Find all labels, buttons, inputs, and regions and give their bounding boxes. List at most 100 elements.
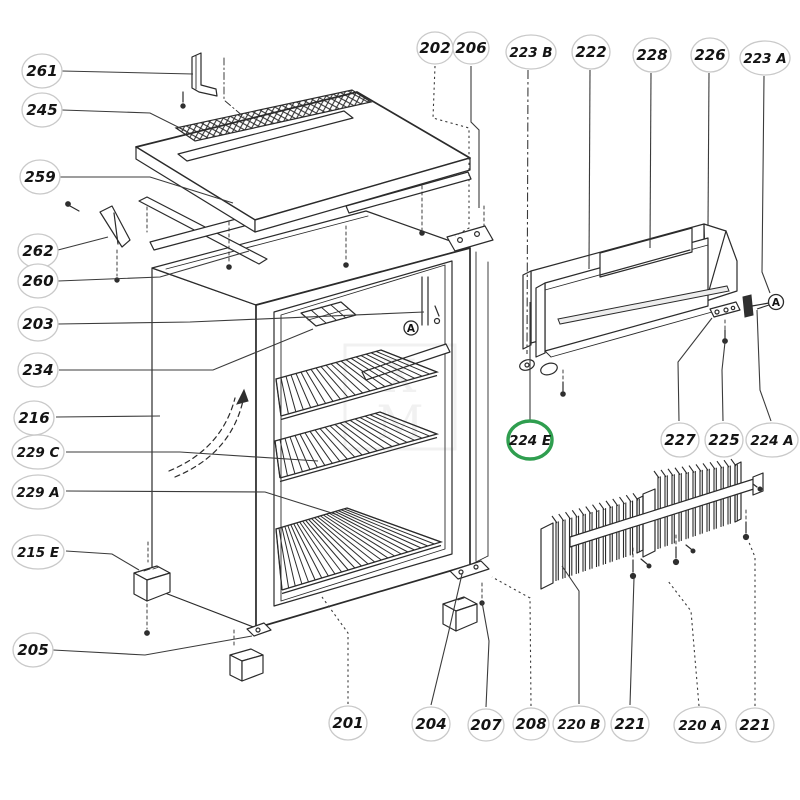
leveling-feet (133, 541, 490, 682)
condenser-fin-assembly (540, 458, 764, 590)
part-number: 260 (22, 272, 53, 290)
leader-line (561, 565, 580, 704)
label-oval (660, 422, 700, 458)
foot (133, 541, 171, 636)
svg-text:A: A (407, 323, 416, 335)
label-oval (11, 474, 65, 510)
label-oval (11, 534, 65, 570)
foot (229, 622, 272, 682)
svg-text:M: M (376, 395, 423, 449)
leader-line (57, 236, 109, 251)
part-label-220-a[interactable]: 220 A (667, 580, 727, 744)
part-number: 203 (22, 315, 53, 333)
leader-line (481, 601, 490, 708)
part-label-207[interactable]: 207 (467, 601, 505, 742)
part-label-216[interactable]: 216 (13, 400, 161, 436)
label-oval (17, 352, 59, 388)
door-swing-arc (168, 388, 249, 478)
part-number: 228 (636, 46, 667, 64)
leader-line (65, 490, 339, 516)
part-number: 205 (17, 641, 48, 659)
top-bracket (180, 52, 245, 118)
label-oval (411, 706, 451, 742)
part-label-226[interactable]: 226 (690, 37, 730, 227)
part-label-224-a[interactable]: 224 A (745, 309, 799, 458)
leader-line (61, 70, 194, 75)
part-number: 224 A (750, 433, 793, 449)
label-oval (690, 37, 730, 73)
part-number: 215 E (17, 545, 60, 561)
vent-cutout (177, 110, 354, 162)
part-number: 226 (694, 46, 725, 64)
part-label-259[interactable]: 259 (19, 159, 234, 204)
part-label-215-e[interactable]: 215 E (11, 534, 140, 571)
part-number: 204 (415, 715, 446, 733)
label-oval (552, 705, 606, 743)
label-oval (17, 263, 59, 299)
thermostat (421, 276, 441, 326)
gasket-strip (557, 285, 730, 325)
foot (442, 560, 490, 632)
part-label-225[interactable]: 225 (704, 341, 744, 458)
part-label-221[interactable]: 221 (610, 577, 650, 742)
hinge-plate (446, 225, 494, 252)
part-number: 221 (739, 716, 770, 734)
part-label-205[interactable]: 205 (12, 632, 253, 668)
label-oval (328, 705, 368, 741)
part-label-262[interactable]: 262 (17, 233, 109, 269)
part-label-245[interactable]: 245 (21, 92, 187, 132)
label-oval (452, 31, 490, 65)
leader-line (491, 576, 532, 707)
wire-shelves (274, 349, 444, 595)
highlight-circle (506, 419, 554, 461)
label-oval (19, 159, 61, 195)
part-label-206[interactable]: 206 (452, 31, 490, 208)
part-label-260[interactable]: 260 (17, 250, 250, 299)
label-oval (467, 708, 505, 742)
leader-line (55, 415, 161, 418)
fin-screws (629, 483, 763, 580)
cabinet-body (151, 210, 489, 629)
retainer-bar (569, 477, 758, 548)
left-bracket (65, 201, 148, 283)
part-label-208[interactable]: 208 (491, 576, 550, 741)
part-label-223-b[interactable]: 223 B (505, 34, 557, 355)
leader-line (629, 577, 635, 706)
part-label-224-e[interactable]: 224 E (506, 302, 554, 461)
label-oval (739, 40, 791, 76)
part-number: 227 (664, 431, 696, 449)
leader-line (57, 250, 250, 282)
part-label-228[interactable]: 228 (632, 37, 672, 249)
leader-line (430, 573, 463, 706)
label-oval (571, 34, 611, 70)
part-label-229-c[interactable]: 229 C (11, 434, 319, 470)
part-number: 229 A (16, 485, 59, 501)
part-label-203[interactable]: 203 (17, 306, 425, 342)
part-number: 259 (24, 168, 55, 186)
part-label-220-b[interactable]: 220 B (552, 565, 606, 743)
part-label-229-a[interactable]: 229 A (11, 474, 339, 516)
leader-line (761, 75, 771, 294)
label-oval (21, 92, 63, 128)
label-oval (17, 306, 59, 342)
label-oval (704, 422, 744, 458)
part-label-223-a[interactable]: 223 A (739, 40, 791, 294)
svg-text:X: X (384, 349, 417, 403)
part-label-221[interactable]: 221 (735, 539, 775, 743)
part-number: 245 (26, 101, 57, 119)
part-number: 220 B (557, 717, 600, 733)
leader-line (526, 69, 529, 355)
part-label-201[interactable]: 201 (321, 596, 368, 741)
label-oval (735, 707, 775, 743)
leader-line (747, 539, 756, 706)
part-label-204[interactable]: 204 (411, 573, 463, 742)
part-label-227[interactable]: 227 (660, 317, 713, 458)
top-panel (135, 89, 471, 233)
part-label-261[interactable]: 261 (21, 53, 194, 89)
label-oval (11, 434, 65, 470)
label-oval (673, 706, 727, 744)
part-label-222[interactable]: 222 (571, 34, 611, 270)
leader-line (667, 580, 700, 707)
part-label-234[interactable]: 234 (17, 328, 314, 388)
